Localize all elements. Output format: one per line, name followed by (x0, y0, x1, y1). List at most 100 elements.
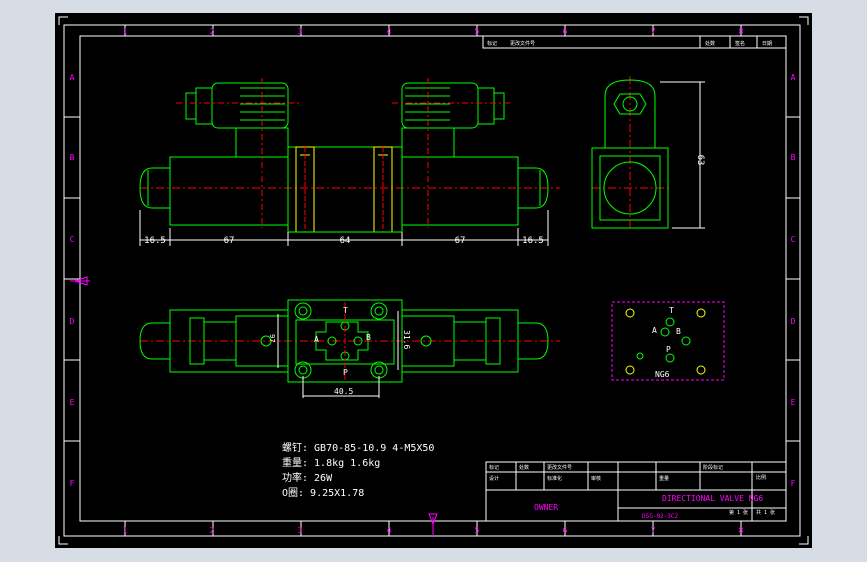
left-end-cap (139, 167, 170, 209)
subplate-size: NG6 (655, 370, 670, 379)
top-port-p: P (343, 368, 348, 377)
subplate-port-t (665, 317, 675, 327)
zone-col-4-top: 4 (387, 27, 392, 36)
top-port-a: A (314, 335, 319, 344)
right-coil-body (401, 156, 519, 226)
zone-row-d-left: D (70, 317, 75, 326)
zone-row-c-left: C (70, 235, 75, 244)
zone-row-a-right: A (791, 73, 796, 82)
dim-left-coil: 67 (224, 236, 235, 246)
zone-col-7-bottom: 7 (651, 526, 656, 535)
rev-label-1: 标记 (487, 40, 497, 47)
side-body (591, 147, 669, 229)
zone-labels-top: 1 2 3 4 5 6 7 8 (123, 27, 744, 36)
rev-label-5: 日期 (762, 41, 772, 47)
notes-block: 螺钉: GB70-85-10.9 4-M5X50 重量: 1.8kg 1.6kg… (282, 442, 434, 499)
drawing-paper (55, 13, 812, 548)
drawing-title: DIRECTIONAL VALVE NG6 (662, 494, 763, 503)
tb-label-11: 第 1 张 (729, 509, 748, 516)
subplate-port-a (660, 327, 670, 337)
subplate-label-a: A (652, 326, 657, 335)
rev-label-2: 更改文件号 (510, 40, 535, 47)
subplate-labels: T A B P NG6 (652, 306, 681, 379)
right-end-cap (518, 167, 549, 209)
front-dimension-line (139, 210, 549, 246)
rev-label-4: 签名 (735, 40, 745, 47)
side-view (591, 76, 705, 229)
top-dim-width: 40.5 (334, 387, 353, 396)
zone-row-e-left: E (70, 398, 75, 407)
tb-label-6: 设计 (489, 475, 499, 482)
zone-col-8-top: 8 (739, 27, 744, 36)
tb-label-7: 标准化 (547, 475, 562, 482)
subplate-port-b (681, 336, 691, 346)
subplate-view (611, 301, 725, 381)
tb-label-2: 处数 (519, 464, 529, 471)
top-port-t: T (343, 306, 348, 315)
zone-row-f-right: F (791, 479, 796, 488)
zone-row-d-right: D (791, 317, 796, 326)
note-power: 功率: 26W (282, 471, 333, 484)
subplate-label-b: B (676, 327, 681, 336)
zone-col-1-bottom: 1 (123, 526, 128, 535)
left-cable-nut (185, 92, 197, 120)
front-dimensions: 16.5 67 64 67 16.5 (144, 236, 544, 246)
side-connector-outline (604, 79, 656, 148)
note-screws: 螺钉: GB70-85-10.9 4-M5X50 (282, 442, 434, 454)
zone-col-3-bottom: 3 (298, 526, 303, 535)
zone-col-6-top: 6 (563, 27, 568, 36)
zone-row-b-right: B (791, 153, 796, 162)
centering-marks (70, 276, 438, 536)
drawing-number: DSG-02-3C2 (642, 513, 679, 520)
dim-right-cap: 16.5 (522, 236, 544, 246)
zone-row-e-right: E (791, 398, 796, 407)
subplate-port-p (665, 353, 675, 363)
zone-col-5-bottom: 5 (475, 526, 480, 535)
zone-row-b-left: B (70, 153, 75, 162)
title-block-main: DIRECTIONAL VALVE NG6 OWNER DSG-02-3C2 (534, 494, 763, 520)
subplate-label-p: P (666, 345, 671, 354)
top-view (139, 299, 560, 398)
dim-center-body: 64 (340, 236, 351, 246)
zone-col-8-bottom: 8 (739, 526, 744, 535)
tb-label-4: 阶段标记 (703, 464, 723, 471)
title-block (485, 461, 787, 522)
zone-col-2-top: 2 (210, 27, 215, 36)
zone-labels-right: A B C D E F (791, 73, 796, 488)
zone-ticks (64, 25, 800, 536)
dim-left-cap: 16.5 (144, 236, 166, 246)
side-height-dim: 63 (695, 155, 705, 166)
right-cable-nut (493, 92, 505, 120)
top-view-labels: T A B P 40.5 31.6 97 (268, 306, 411, 396)
zone-col-2-bottom: 2 (210, 526, 215, 535)
zone-col-7-top: 7 (651, 27, 656, 36)
corner-marks (58, 16, 809, 545)
tb-label-8: 审核 (591, 475, 601, 482)
zone-labels-bottom: 1 2 3 4 5 6 7 8 (123, 526, 744, 535)
rev-label-3: 处数 (705, 40, 715, 47)
top-dim-height: 31.6 (402, 330, 411, 349)
note-oring: O圈: 9.25X1.78 (282, 487, 364, 499)
top-dim-left: 97 (268, 334, 276, 342)
dim-right-coil: 67 (455, 236, 466, 246)
zone-row-a-left: A (70, 73, 75, 82)
outer-frame (63, 24, 801, 537)
note-weight: 重量: 1.8kg 1.6kg (282, 456, 380, 469)
zone-col-6-bottom: 6 (563, 526, 568, 535)
tb-label-5: 比例 (756, 474, 766, 481)
owner-label: OWNER (534, 503, 558, 512)
top-port-b: B (366, 333, 371, 342)
zone-row-c-right: C (791, 235, 796, 244)
revision-strip: 标记 更改文件号 处数 签名 日期 (482, 35, 787, 49)
subplate-label-t: T (669, 306, 674, 315)
front-view (139, 78, 560, 246)
title-block-text: 标记 处数 更改文件号 阶段标记 比例 设计 标准化 审核 重量 共 1 张 第… (489, 464, 775, 516)
tb-label-10: 共 1 张 (756, 509, 775, 516)
tb-label-1: 标记 (489, 464, 499, 471)
zone-col-3-top: 3 (298, 27, 303, 36)
subplate-outline (611, 301, 725, 381)
zone-row-f-left: F (70, 479, 75, 488)
side-hex-nut (613, 93, 647, 115)
side-coil-circle (603, 161, 657, 215)
